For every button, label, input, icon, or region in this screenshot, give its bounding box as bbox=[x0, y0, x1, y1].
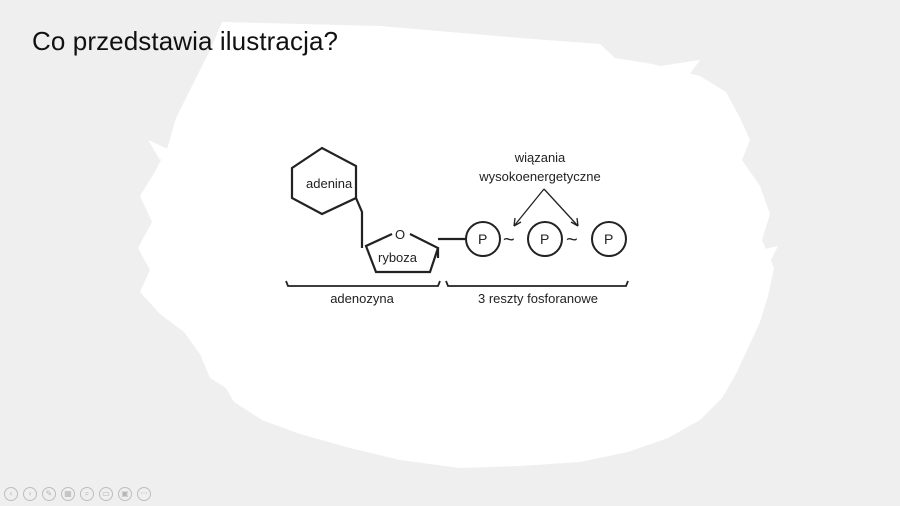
phosphate-label: P bbox=[540, 231, 549, 247]
bond-label-line2: wysokoenergetyczne bbox=[478, 169, 600, 184]
slide-title: Co przedstawia ilustracja? bbox=[32, 26, 339, 56]
phosphate-1: P bbox=[465, 221, 501, 257]
bond-arrows bbox=[513, 188, 579, 227]
slideshow-controls: ‹ › ✎ ▦ ⌕ ▭ ▣ ··· bbox=[4, 487, 151, 503]
more-icon[interactable]: ··· bbox=[137, 487, 151, 501]
phosphate-label: P bbox=[478, 231, 487, 247]
phosphate-2: P bbox=[527, 221, 563, 257]
atp-diagram: adenina O ryboza P ~ P ~ P wiązania wyso… bbox=[285, 146, 629, 306]
adenosine-label: adenozyna bbox=[330, 291, 394, 306]
ribose-label: ryboza bbox=[378, 250, 418, 265]
high-energy-bond-2: ~ bbox=[566, 229, 578, 251]
ribose-ring: O ryboza bbox=[364, 227, 440, 274]
subtitles-icon[interactable]: ▭ bbox=[99, 487, 113, 501]
ester-bond bbox=[436, 237, 466, 258]
zoom-icon[interactable]: ⌕ bbox=[80, 487, 94, 501]
adenine-ring: adenina bbox=[290, 146, 358, 216]
high-energy-bond-1: ~ bbox=[503, 229, 515, 251]
phosphate-3: P bbox=[591, 221, 627, 257]
phosphates-label: 3 reszty fosforanowe bbox=[478, 291, 598, 306]
glycosidic-bond bbox=[354, 197, 364, 248]
display-icon[interactable]: ▣ bbox=[118, 487, 132, 501]
previous-icon[interactable]: ‹ bbox=[4, 487, 18, 501]
phosphate-label: P bbox=[604, 231, 613, 247]
bracket-phosphates bbox=[445, 280, 629, 287]
bracket-adenosine bbox=[285, 280, 441, 287]
bond-label-line1: wiązania bbox=[514, 150, 566, 165]
slides-icon[interactable]: ▦ bbox=[61, 487, 75, 501]
ring-oxygen-label: O bbox=[395, 227, 405, 242]
next-icon[interactable]: › bbox=[23, 487, 37, 501]
pen-icon[interactable]: ✎ bbox=[42, 487, 56, 501]
adenine-label: adenina bbox=[306, 176, 353, 191]
